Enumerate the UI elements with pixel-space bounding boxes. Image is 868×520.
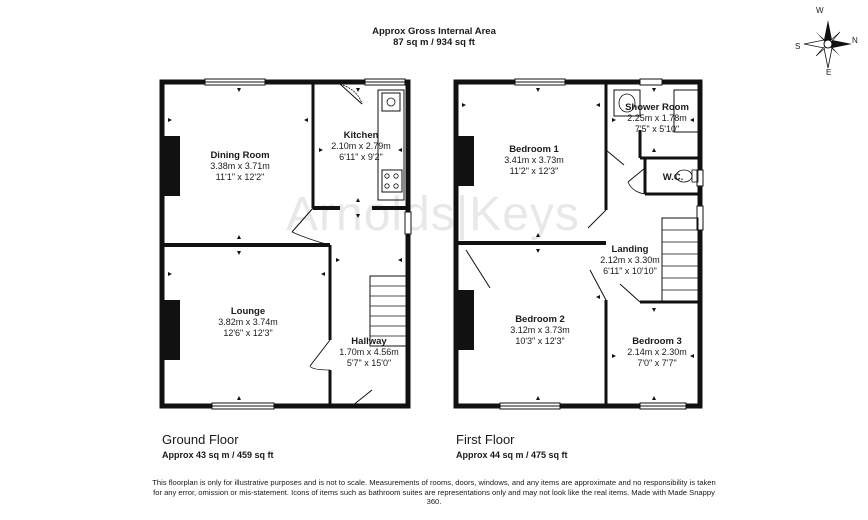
room-bedroom-3: Bedroom 3 2.14m x 2.30m 7'0" x 7'7"	[627, 336, 687, 369]
room-name: Dining Room	[210, 150, 270, 161]
room-hallway: Hallway 1.70m x 4.56m 5'7" x 15'0"	[339, 336, 399, 369]
room-metric: 2.10m x 2.79m	[331, 141, 391, 151]
room-metric: 3.41m x 3.73m	[504, 155, 564, 165]
room-imperial: 7'0" x 7'7"	[637, 358, 677, 368]
ground-floor-plan	[159, 78, 412, 410]
room-name: Bedroom 2	[515, 314, 565, 325]
agent-watermark: Arnolds|Keys	[286, 188, 580, 241]
room-name: Kitchen	[343, 130, 379, 141]
compass-rose	[803, 20, 852, 69]
first-floor-area: Approx 44 sq m / 475 sq ft	[456, 450, 568, 460]
room-imperial: 5'7" x 15'0"	[346, 358, 392, 368]
room-bedroom-2: Bedroom 2 3.12m x 3.73m 10'3" x 12'3"	[510, 314, 570, 347]
room-name: W.C.	[662, 172, 684, 183]
ground-floor-area: Approx 43 sq m / 459 sq ft	[162, 450, 274, 460]
room-metric: 1.70m x 4.56m	[339, 347, 399, 357]
room-shower: Shower Room 2.25m x 1.78m 7'5" x 5'10"	[625, 102, 689, 135]
room-metric: 2.14m x 2.30m	[627, 347, 687, 357]
room-name: Landing	[611, 244, 649, 255]
first-floor-title: First Floor	[456, 432, 515, 447]
room-imperial: 6'11" x 9'2"	[339, 152, 383, 162]
compass-label-n: N	[852, 36, 858, 45]
first-floor-dim-markers	[462, 88, 694, 400]
compass-label-w: W	[816, 6, 824, 15]
room-kitchen: Kitchen 2.10m x 2.79m 6'11" x 9'2"	[331, 130, 391, 163]
room-imperial: 11'2" x 12'3"	[509, 166, 559, 176]
room-imperial: 10'3" x 12'3"	[515, 336, 565, 346]
room-name: Shower Room	[625, 102, 689, 113]
ground-floor-dim-markers	[168, 88, 402, 400]
room-name: Hallway	[351, 336, 387, 347]
room-name: Bedroom 1	[509, 144, 559, 155]
first-floor-plan	[453, 78, 704, 410]
gross-area-value: 87 sq m / 934 sq ft	[393, 37, 475, 48]
room-bedroom-1: Bedroom 1 3.41m x 3.73m 11'2" x 12'3"	[504, 144, 564, 177]
room-wc: W.C.	[663, 172, 684, 183]
gross-area-title: Approx Gross Internal Area	[372, 26, 496, 37]
room-metric: 2.12m x 3.30m	[600, 255, 660, 265]
ground-floor-title: Ground Floor	[162, 432, 239, 447]
room-imperial: 6'11" x 10'10"	[603, 266, 657, 276]
compass-label-s: S	[795, 42, 801, 51]
room-imperial: 11'1" x 12'2"	[215, 172, 265, 182]
room-imperial: 7'5" x 5'10"	[634, 124, 680, 134]
room-lounge: Lounge 3.82m x 3.74m 12'6" x 12'3"	[218, 306, 278, 339]
room-metric: 3.12m x 3.73m	[510, 325, 570, 335]
room-name: Bedroom 3	[632, 336, 682, 347]
compass-label-e: E	[826, 68, 832, 77]
room-imperial: 12'6" x 12'3"	[223, 328, 273, 338]
room-name: Lounge	[230, 306, 266, 317]
room-dining: Dining Room 3.38m x 3.71m 11'1" x 12'2"	[210, 150, 270, 183]
disclaimer-text: This floorplan is only for illustrative …	[152, 478, 716, 507]
room-metric: 2.25m x 1.78m	[627, 113, 687, 123]
room-metric: 3.82m x 3.74m	[218, 317, 278, 327]
room-metric: 3.38m x 3.71m	[210, 161, 270, 171]
room-landing: Landing 2.12m x 3.30m 6'11" x 10'10"	[600, 244, 660, 277]
